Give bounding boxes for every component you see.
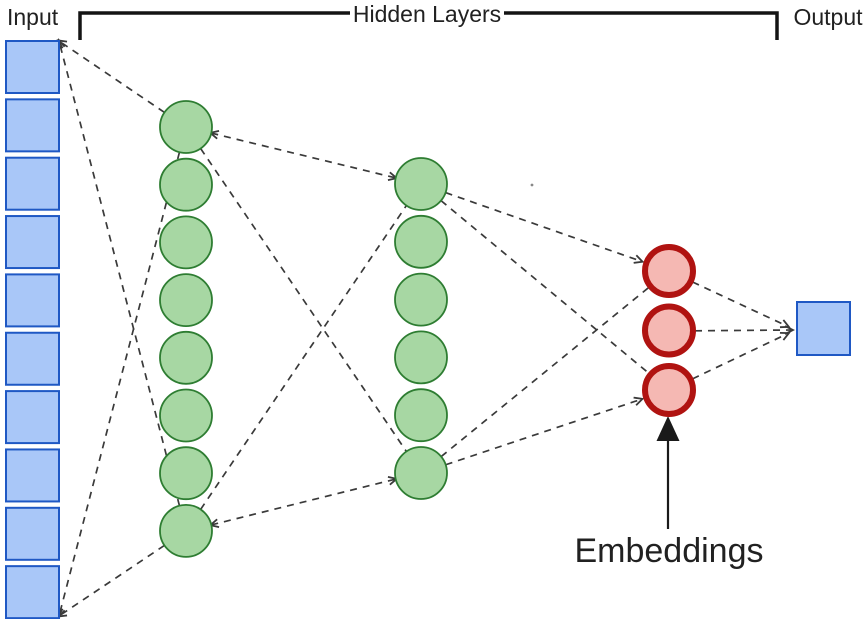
nodes-layer bbox=[5, 40, 851, 619]
connection-line bbox=[420, 270, 670, 474]
input-node bbox=[5, 156, 60, 211]
hidden-layers-label: Hidden Layers bbox=[353, 1, 501, 27]
embeddings-label: Embeddings bbox=[574, 532, 763, 570]
input-node bbox=[5, 565, 60, 619]
input-node bbox=[5, 215, 60, 270]
hidden-layer-1-node bbox=[159, 273, 213, 328]
input-node bbox=[5, 331, 60, 386]
hidden-layer-1-node bbox=[159, 157, 213, 212]
hidden-layer-2-node bbox=[394, 446, 448, 500]
input-node bbox=[5, 273, 60, 328]
connection-line bbox=[420, 183, 642, 261]
hidden-layer-2-node bbox=[394, 272, 448, 327]
connection-line bbox=[185, 126, 422, 474]
hidden-layer-2-node bbox=[394, 330, 448, 385]
connection-line bbox=[211, 479, 395, 525]
embeddings-arrowhead-icon bbox=[656, 416, 680, 441]
connections-layer bbox=[59, 41, 792, 616]
output-label: Output bbox=[793, 4, 863, 30]
embedding-node bbox=[642, 303, 696, 358]
hidden-layer-1-node bbox=[159, 215, 213, 270]
input-node bbox=[5, 390, 60, 445]
connection-line bbox=[420, 399, 642, 474]
hidden-layer-2-node bbox=[394, 214, 448, 269]
connection-line bbox=[668, 334, 788, 391]
input-node bbox=[5, 448, 60, 503]
output-node bbox=[796, 301, 851, 356]
embedding-node bbox=[642, 244, 696, 298]
hidden-layer-1-node bbox=[159, 330, 213, 385]
input-node bbox=[5, 40, 60, 94]
hidden-layer-1-node bbox=[159, 504, 213, 558]
hidden-layer-1-node bbox=[159, 100, 213, 154]
input-label: Input bbox=[7, 4, 59, 30]
connection-line bbox=[668, 270, 788, 327]
hidden-layer-2-node bbox=[394, 388, 448, 443]
hidden-layers-label-background bbox=[350, 0, 504, 27]
hidden-layer-1-node bbox=[159, 446, 213, 501]
input-node bbox=[5, 98, 60, 153]
embedding-node bbox=[642, 363, 696, 417]
hidden-layer-2-node bbox=[394, 157, 448, 211]
embeddings-arrow bbox=[656, 416, 680, 529]
input-node bbox=[5, 506, 60, 561]
connection-line bbox=[420, 183, 670, 391]
hidden-layer-1-node bbox=[159, 388, 213, 443]
connection-line bbox=[185, 183, 422, 532]
connection-line bbox=[211, 133, 395, 178]
stray-mark bbox=[530, 183, 534, 187]
connection-line bbox=[59, 126, 187, 616]
connection-line bbox=[59, 41, 187, 532]
